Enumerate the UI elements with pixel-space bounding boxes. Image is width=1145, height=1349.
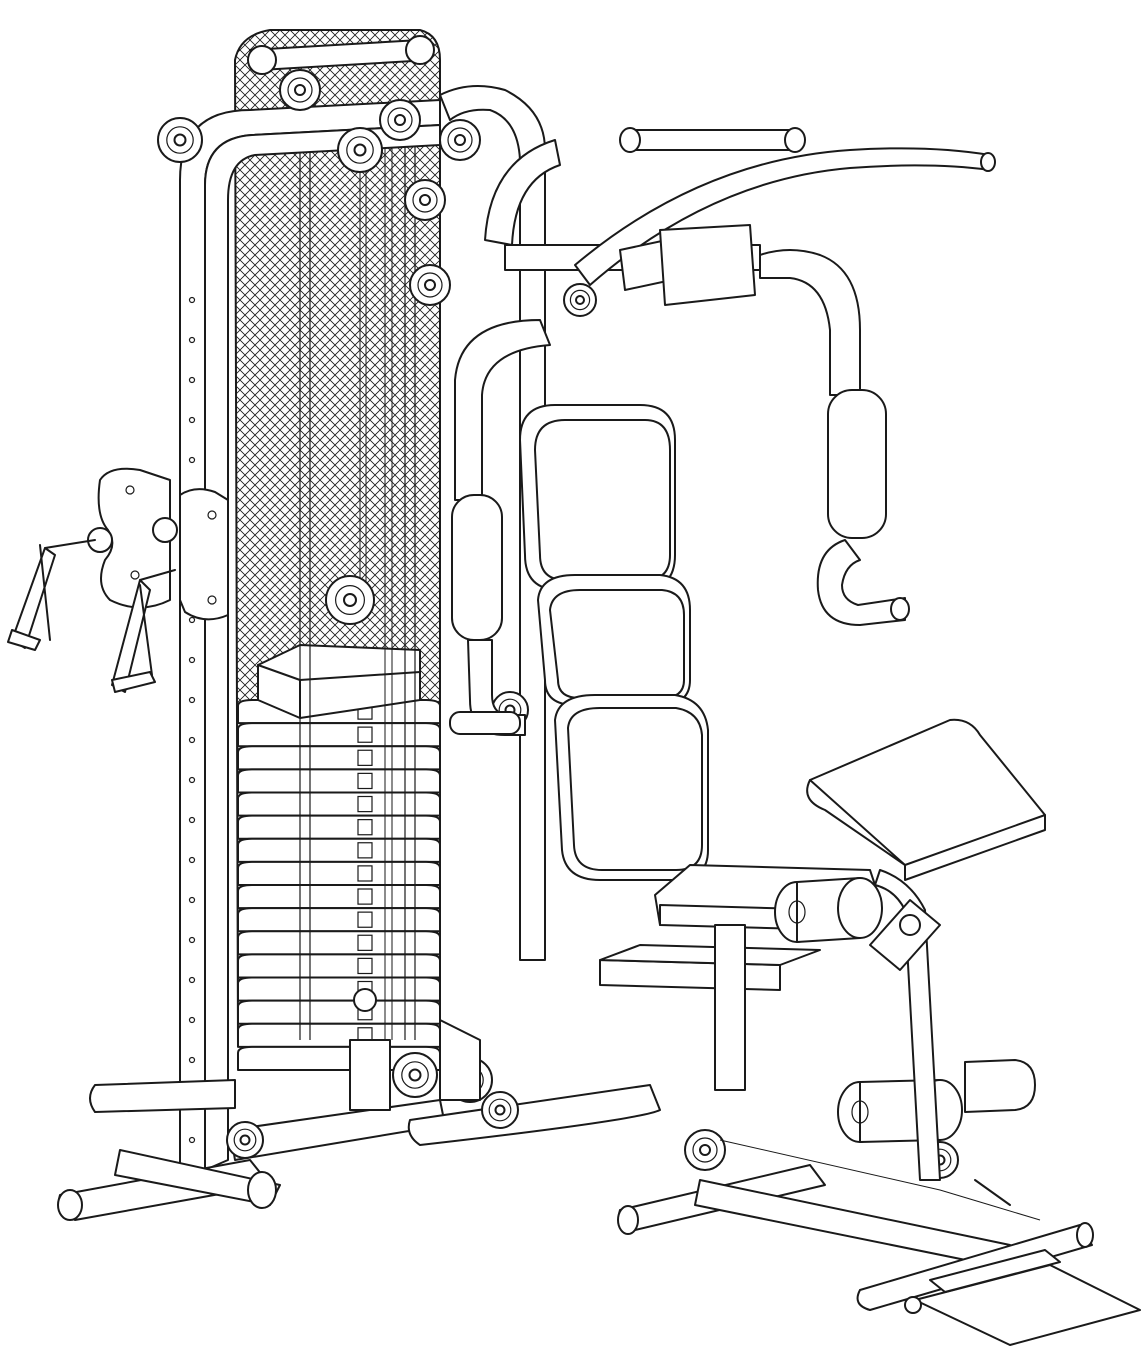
pulley-groove	[287, 77, 313, 103]
back-pads	[519, 404, 709, 881]
pulley-groove	[401, 1061, 429, 1089]
pulley-groove	[569, 289, 591, 311]
pulley-axle	[173, 133, 187, 147]
weight-plate	[237, 907, 441, 933]
adjust-hole	[188, 416, 196, 424]
adjust-hole	[188, 336, 196, 344]
pulley-groove	[335, 584, 366, 615]
leg-rollers	[774, 877, 1036, 1143]
pulley-groove	[412, 187, 438, 213]
adjust-hole	[188, 1016, 196, 1024]
adjust-hole	[188, 936, 196, 944]
adjust-hole	[188, 456, 196, 464]
pulley-axle	[575, 295, 585, 305]
weight-plate	[237, 791, 441, 817]
selector-slot	[357, 911, 373, 928]
adjust-hole	[188, 696, 196, 704]
weight-plate	[237, 953, 441, 979]
pulley-axle	[408, 1068, 422, 1082]
pulley-axle	[343, 593, 357, 607]
weight-plate	[237, 722, 441, 748]
adjust-hole	[188, 1136, 196, 1144]
selector-slot	[357, 865, 373, 882]
low-cable	[719, 1139, 1041, 1221]
left-handle-1	[7, 539, 96, 651]
lat-bar	[574, 147, 996, 306]
pulley-axle	[494, 1104, 506, 1116]
weight-plate	[237, 814, 441, 840]
adjust-hole	[188, 816, 196, 824]
pulley-axle	[294, 84, 306, 96]
pulley-axle	[239, 1134, 251, 1146]
press-arms	[449, 127, 910, 736]
pulley-groove	[346, 136, 374, 164]
left-handle-2	[111, 569, 176, 693]
pulley-groove	[387, 107, 413, 133]
pulley-groove	[488, 1098, 512, 1122]
weight-plate	[237, 745, 441, 771]
adjust-hole	[188, 976, 196, 984]
adjust-hole	[188, 296, 196, 304]
front-base	[617, 1164, 1141, 1346]
weight-plate	[237, 860, 441, 886]
adjust-hole	[188, 856, 196, 864]
weight-plate	[237, 999, 441, 1025]
selector-slot	[357, 772, 373, 790]
weight-plate	[237, 768, 441, 794]
pulley-axle	[454, 134, 466, 146]
pulley-axle	[424, 279, 436, 291]
adjust-hole	[188, 376, 196, 384]
weight-plate	[237, 976, 441, 1002]
adjust-hole	[188, 776, 196, 784]
pulley-axle	[419, 194, 431, 206]
weight-plate	[237, 1022, 441, 1048]
pulley-groove	[233, 1128, 257, 1152]
pulley-groove	[692, 1137, 718, 1163]
pulley-axle	[394, 114, 406, 126]
seat-frame	[599, 869, 941, 1181]
weight-plate	[237, 930, 441, 956]
selector-slot	[357, 934, 373, 951]
pulley-groove	[417, 272, 443, 298]
adjust-hole	[188, 896, 196, 904]
pulley-groove	[166, 126, 194, 154]
pulley-groove	[447, 127, 473, 153]
selector-slot	[357, 888, 373, 905]
selector-slot	[357, 957, 373, 975]
preacher-pad	[806, 718, 1046, 881]
adjust-hole	[188, 616, 196, 624]
weight-plate	[237, 837, 441, 863]
pulley-axle	[699, 1144, 711, 1156]
low-pulley-plate	[349, 988, 481, 1111]
pulley-axle	[353, 143, 367, 157]
selector-slot	[357, 842, 373, 859]
side-pulley-bracket	[87, 467, 229, 621]
selector-slot	[357, 726, 373, 743]
selector-slot	[357, 749, 373, 766]
selector-slot	[357, 819, 373, 836]
weight-stack	[237, 699, 441, 1071]
top-crossbar	[247, 35, 435, 75]
pulleys	[157, 69, 959, 1179]
adjust-hole	[188, 1056, 196, 1064]
adjust-hole	[188, 736, 196, 744]
selector-slot	[357, 795, 373, 813]
weight-plate	[237, 884, 441, 910]
adjust-hole	[188, 656, 196, 664]
